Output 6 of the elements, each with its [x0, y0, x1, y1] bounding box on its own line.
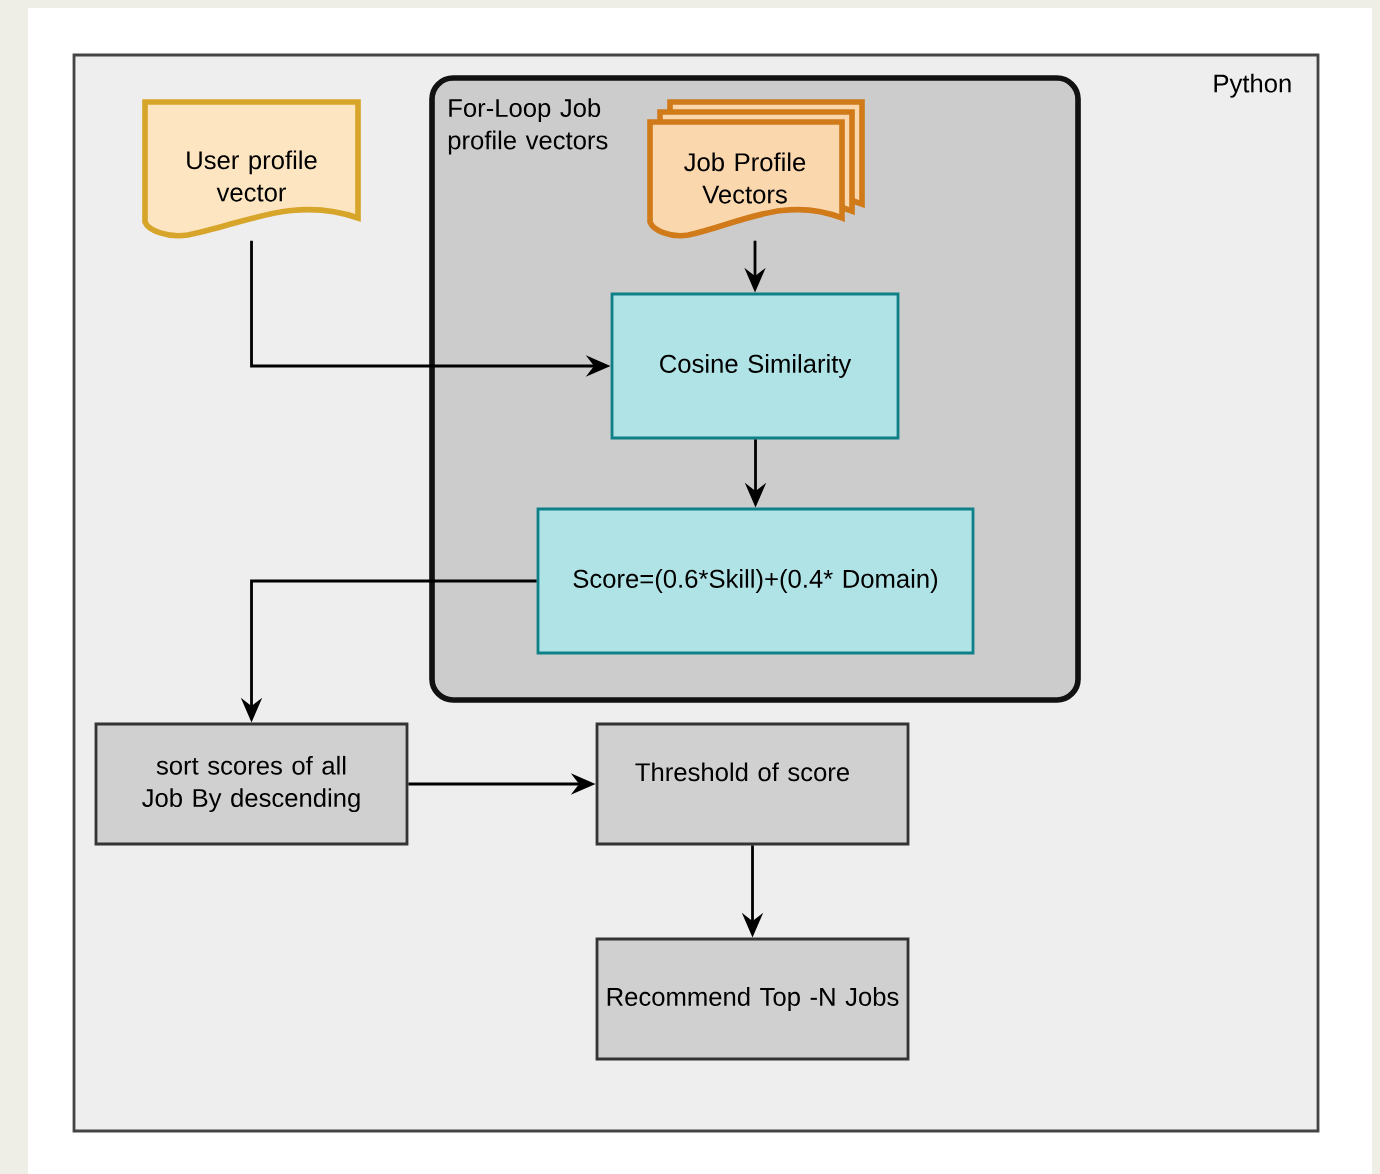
document-stack: Job Profile Vectors: [647, 99, 865, 239]
process-box: Score=(0.6*Skill)+(0.4* Domain): [536, 507, 975, 655]
process-box: Recommend Top -N Jobs: [595, 937, 910, 1061]
process-box: sort scores of all Job By descending: [94, 722, 409, 846]
process-box: Cosine Similarity: [610, 292, 900, 440]
process-box: Threshold of score: [595, 722, 910, 846]
